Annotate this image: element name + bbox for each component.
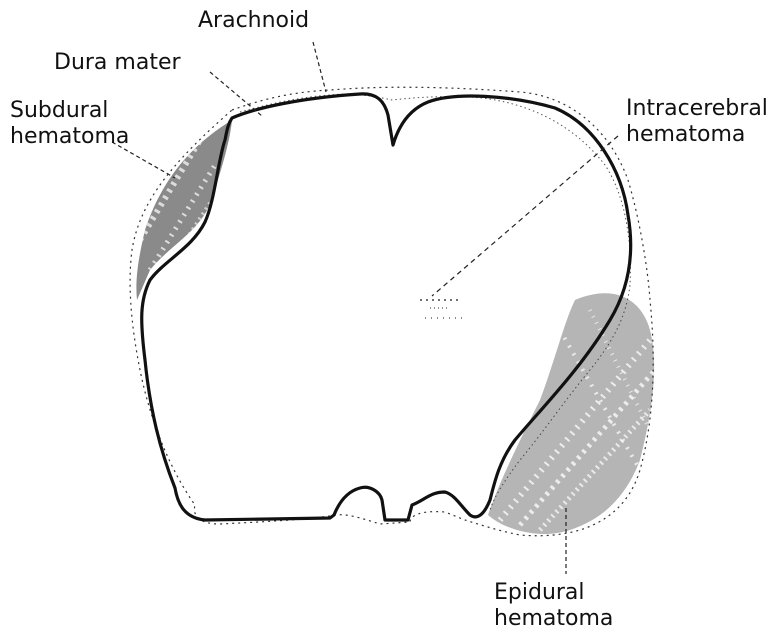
- intracerebral-hematoma-label: Intracerebral hematoma: [626, 96, 768, 148]
- intracerebral-label-line-2: hematoma: [626, 122, 768, 148]
- intracerebral-hematoma-region: [420, 300, 465, 318]
- dura-mater-label-text: Dura mater: [54, 50, 181, 76]
- dura-mater-label: Dura mater: [54, 50, 181, 76]
- epidural-hematoma-label: Epidural hematoma: [494, 580, 613, 632]
- subdural-label-line-1: Subdural: [10, 98, 129, 124]
- subdural-label-line-2: hematoma: [10, 124, 129, 150]
- epidural-hematoma-region: [480, 280, 660, 540]
- intracerebral-label-line-1: Intracerebral: [626, 96, 768, 122]
- epidural-label-line-2: hematoma: [494, 606, 613, 632]
- epidural-label-line-1: Epidural: [494, 580, 613, 606]
- dura-mater-leader: [210, 72, 262, 116]
- intracerebral-leader: [432, 136, 618, 296]
- arachnoid-leader: [313, 42, 326, 92]
- arachnoid-label-text: Arachnoid: [198, 8, 309, 34]
- arachnoid-label: Arachnoid: [198, 8, 309, 34]
- subdural-hematoma-label: Subdural hematoma: [10, 98, 129, 150]
